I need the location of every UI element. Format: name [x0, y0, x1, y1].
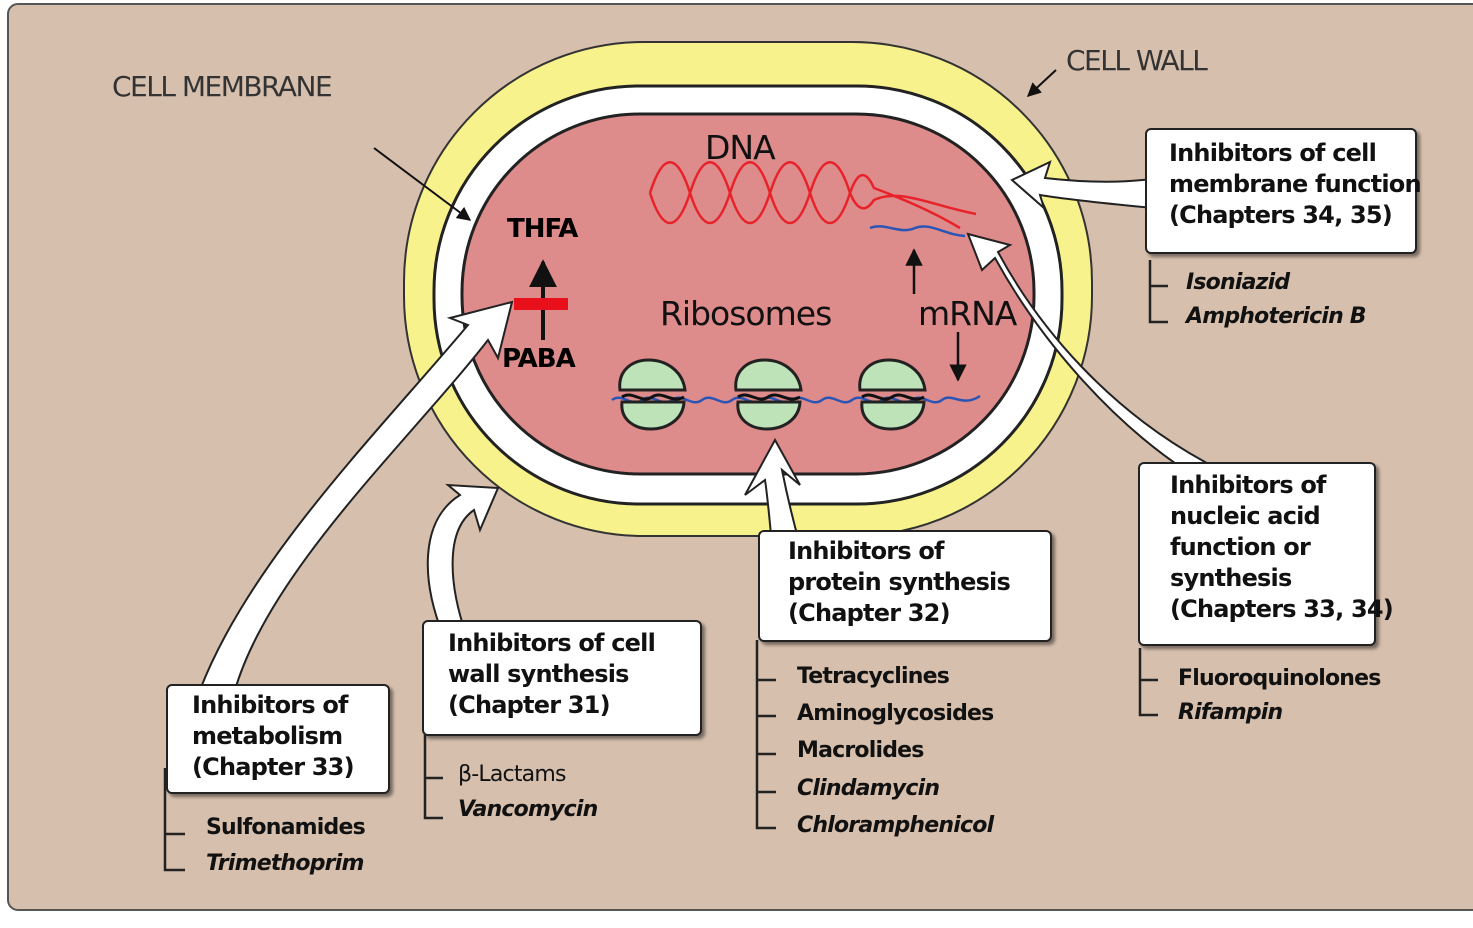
protein-box-line3: (Chapter 32) [788, 598, 1010, 629]
nucleic-box-line2: nucleic acid [1170, 501, 1393, 532]
nucleic-box-line4: synthesis [1170, 563, 1393, 594]
nucleic-box-line1: Inhibitors of [1170, 470, 1393, 501]
drug-rifampin: Rifampin [1178, 700, 1282, 725]
paba-label: PABA [502, 344, 575, 374]
protein-inhibitors-box: Inhibitors of protein synthesis (Chapter… [758, 530, 1052, 642]
drug-tetracyclines: Tetracyclines [797, 664, 949, 689]
drug-amphotericin-b: Amphotericin B [1186, 304, 1366, 329]
drug-sulfonamides: Sulfonamides [206, 815, 365, 840]
wall-box-line2: wall synthesis [448, 659, 655, 690]
wall-inhibitors-box: Inhibitors of cell wall synthesis (Chapt… [422, 620, 702, 736]
ribosomes-label: Ribosomes [660, 294, 831, 333]
drug-clindamycin: Clindamycin [797, 776, 939, 801]
membrane-box-line3: (Chapters 34, 35) [1169, 200, 1421, 231]
nucleic-box-line5: (Chapters 33, 34) [1170, 594, 1393, 625]
drug-chloramphenicol: Chloramphenicol [797, 813, 993, 838]
drug-macrolides: Macrolides [797, 738, 924, 763]
drug-beta-lactams: β-Lactams [458, 762, 566, 787]
metabolism-box-line2: metabolism [192, 721, 354, 752]
cell-wall-label: CELL WALL [1066, 44, 1206, 77]
block-bar [514, 298, 568, 310]
drug-fluoroquinolones: Fluoroquinolones [1178, 666, 1381, 691]
drug-isoniazid: Isoniazid [1186, 270, 1289, 295]
thfa-label: THFA [507, 214, 577, 244]
cell-membrane-label: CELL MEMBRANE [112, 70, 331, 103]
dna-label: DNA [705, 128, 775, 167]
drug-vancomycin: Vancomycin [458, 797, 598, 822]
nucleic-inhibitors-box: Inhibitors of nucleic acid function or s… [1138, 462, 1376, 646]
protein-box-line2: protein synthesis [788, 567, 1010, 598]
wall-box-line1: Inhibitors of cell [448, 628, 655, 659]
wall-box-line3: (Chapter 31) [448, 690, 655, 721]
mrna-label: mRNA [918, 294, 1016, 333]
nucleic-box-line3: function or [1170, 532, 1393, 563]
membrane-box-line2: membrane function [1169, 169, 1421, 200]
metabolism-box-line1: Inhibitors of [192, 690, 354, 721]
drug-aminoglycosides: Aminoglycosides [797, 701, 993, 726]
metabolism-inhibitors-box: Inhibitors of metabolism (Chapter 33) [166, 684, 390, 794]
membrane-box-line1: Inhibitors of cell [1169, 138, 1421, 169]
protein-box-line1: Inhibitors of [788, 536, 1010, 567]
drug-trimethoprim: Trimethoprim [206, 851, 364, 876]
metabolism-box-line3: (Chapter 33) [192, 752, 354, 783]
membrane-inhibitors-box: Inhibitors of cell membrane function (Ch… [1145, 128, 1417, 254]
